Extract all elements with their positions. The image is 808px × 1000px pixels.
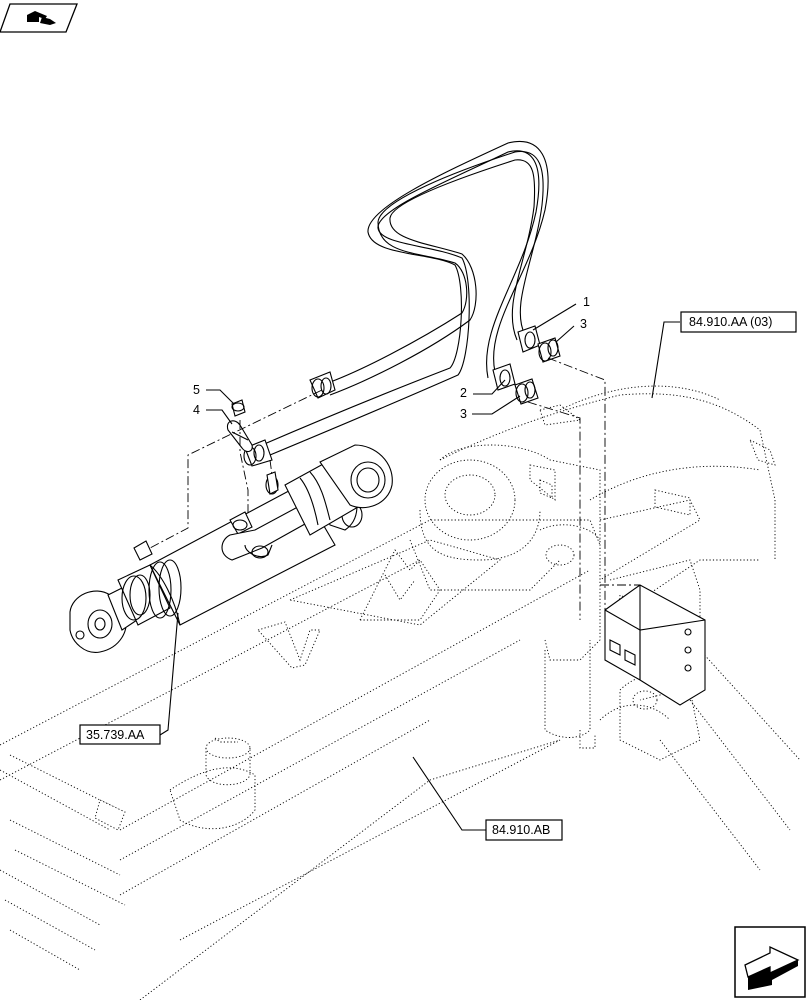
next-page-arrow-icon[interactable] [734, 926, 806, 998]
clamp-screw [231, 399, 246, 417]
book-hand-icon[interactable] [0, 3, 78, 33]
callout-3-lower: 3 [460, 407, 467, 421]
callout-labels: 1 3 2 3 5 4 [193, 295, 590, 421]
ref-axle-label: 84.910.AB [492, 823, 550, 837]
hose-bracket [604, 584, 706, 706]
hydraulic-hoses [243, 141, 549, 467]
callout-1: 1 [583, 295, 590, 309]
callout-2: 2 [460, 386, 467, 400]
screw-at-cylinder [266, 471, 279, 495]
axle-frame-outline [0, 385, 801, 1000]
ref-axle[interactable]: 84.910.AB [485, 819, 563, 841]
assembly-lines [149, 357, 640, 620]
callout-4: 4 [193, 403, 200, 417]
hose-clamp [226, 420, 253, 453]
adapter-fittings [514, 337, 561, 405]
ref-frame-label: 84.910.AA (03) [689, 315, 772, 329]
ref-cylinder-label: 35.739.AA [86, 728, 145, 742]
ref-frame[interactable]: 84.910.AA (03) [680, 311, 797, 333]
callout-3-upper: 3 [580, 317, 587, 331]
ref-cylinder[interactable]: 35.739.AA [79, 724, 161, 745]
steering-cylinder [69, 444, 393, 653]
callout-leaders [159, 303, 680, 831]
callout-5: 5 [193, 383, 200, 397]
